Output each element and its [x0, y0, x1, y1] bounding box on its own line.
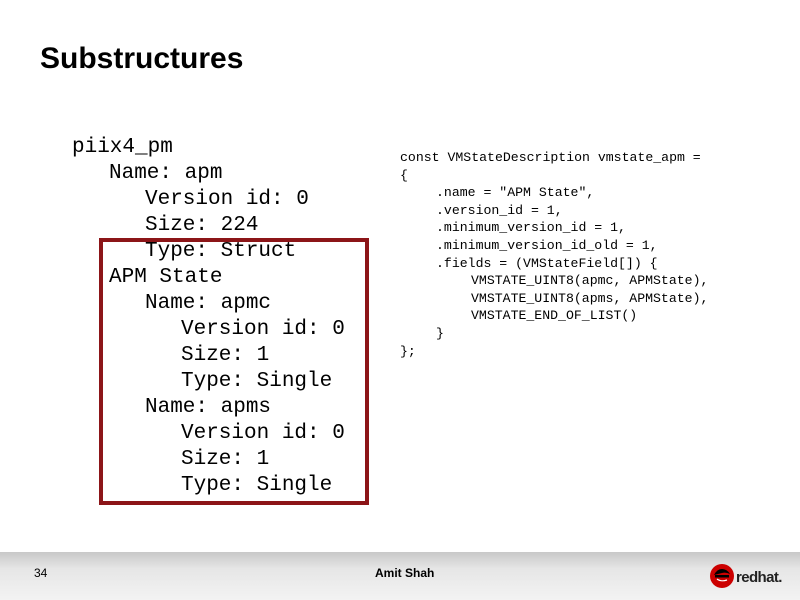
code-line: }: [436, 325, 444, 341]
page-number: 34: [34, 566, 48, 580]
code-line: .version_id = 1,: [436, 202, 563, 218]
tree-line: APM State: [109, 266, 223, 289]
tree-line: Size: 1: [181, 344, 270, 367]
tree-line: Type: Struct: [145, 240, 297, 263]
shadowman-icon: [710, 564, 734, 588]
logo-text: redhat.: [736, 569, 782, 586]
code-line: .minimum_version_id = 1,: [436, 220, 626, 236]
code-line: VMSTATE_END_OF_LIST(): [471, 308, 638, 324]
tree-line: Version id: 0: [181, 318, 345, 341]
code-block: const VMStateDescription vmstate_apm = {.…: [400, 149, 708, 360]
redhat-logo: redhat.: [710, 564, 783, 588]
code-line: const VMStateDescription vmstate_apm =: [400, 150, 701, 165]
tree-line: Name: apms: [145, 396, 272, 419]
tree-line: Name: apmc: [145, 292, 272, 315]
tree-line: piix4_pm: [72, 136, 173, 159]
code-line: {: [400, 167, 408, 183]
code-line: .name = "APM State",: [436, 185, 595, 201]
footer: 34 Amit Shah redhat.: [0, 552, 800, 600]
tree-line: Type: Single: [181, 474, 333, 497]
tree-line: Version id: 0: [145, 188, 309, 211]
tree-line: Name: apm: [109, 162, 223, 185]
code-line: .fields = (VMStateField[]) {: [436, 255, 658, 271]
code-line: .minimum_version_id_old = 1,: [436, 237, 658, 253]
code-line: VMSTATE_UINT8(apmc, APMState),: [471, 273, 709, 289]
code-line: VMSTATE_UINT8(apms, APMState),: [471, 290, 709, 306]
code-line: };: [400, 343, 416, 359]
tree-line: Size: 1: [181, 448, 270, 471]
slide-title: Substructures: [40, 42, 244, 75]
author-name: Amit Shah: [375, 566, 435, 580]
tree-line: Type: Single: [181, 370, 333, 393]
tree-line: Version id: 0: [181, 422, 345, 445]
highlight-box: [99, 238, 369, 505]
tree-line: Size: 224: [145, 214, 259, 237]
